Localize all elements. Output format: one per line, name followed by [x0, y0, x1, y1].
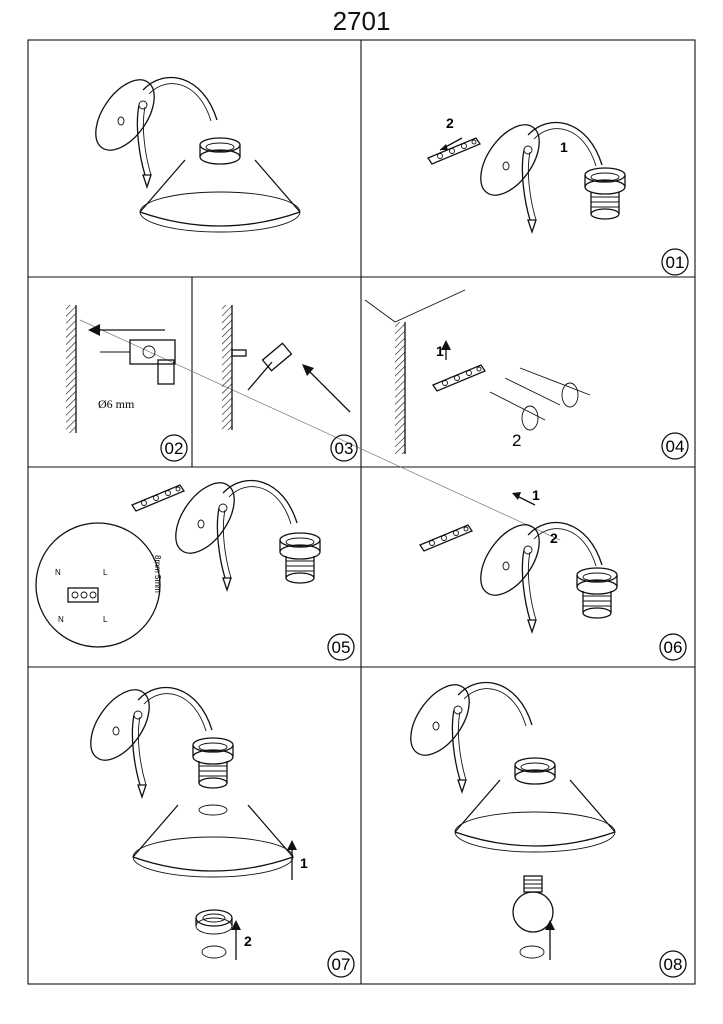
- mounting-bracket-icon: [419, 524, 473, 552]
- wall-lamp-icon: [468, 113, 603, 233]
- wall-lamp-icon: [468, 513, 603, 633]
- lamp-shade-icon: [132, 804, 294, 878]
- terminal-block-icon: [67, 587, 99, 603]
- panel-step-06: 1 2 06: [419, 487, 687, 661]
- step06-arrow-2-label: 2: [550, 530, 558, 546]
- wall-lamp-icon: [78, 678, 213, 798]
- step-number-08: 08: [664, 955, 683, 974]
- step07-arrow-1-label: 1: [300, 855, 308, 871]
- wall-lamp-icon: [398, 673, 533, 793]
- wiring-n-bottom: N: [58, 615, 64, 624]
- step-badge-04: [661, 432, 689, 460]
- step-number-06: 06: [664, 638, 683, 657]
- hammer-icon: [247, 342, 293, 391]
- step-number-05: 05: [332, 638, 351, 657]
- mounting-bracket-icon: [432, 364, 486, 392]
- wiring-detail: [35, 522, 161, 648]
- screw-icon: [489, 367, 591, 421]
- drill-icon: [100, 339, 176, 385]
- panel-step-05: N L N L 8mm 5mm 05: [35, 471, 355, 661]
- wall-plug-icon: [231, 349, 247, 357]
- step07-arrow-2-label: 2: [244, 933, 252, 949]
- step-badge-08: [659, 950, 687, 978]
- document-title: 2701: [332, 6, 391, 36]
- step-number-02: 02: [165, 439, 184, 458]
- drill-diameter-label: Ø6 mm: [98, 397, 135, 411]
- step-badge-06: [659, 633, 687, 661]
- panel-overview: [83, 68, 301, 233]
- step-badge-05: [327, 633, 355, 661]
- panel-step-04: 1 2 04: [364, 289, 689, 460]
- wiring-l-top: L: [103, 568, 108, 577]
- panel-step-02: Ø6 mm 02: [66, 305, 188, 462]
- light-bulb-icon: [512, 875, 554, 933]
- step06-arrow-1-label: 1: [532, 487, 540, 503]
- step-badge-07: [327, 950, 355, 978]
- step-number-04: 04: [666, 437, 685, 456]
- step04-arrow-2-label: 2: [512, 431, 521, 450]
- rotate-arrow-icon: [201, 945, 227, 959]
- step01-arrow-2-label: 2: [446, 115, 454, 131]
- panel-step-08: 08: [398, 673, 687, 978]
- step-badge-01: [661, 248, 689, 276]
- panel-step-03: 03: [222, 305, 358, 462]
- step-badge-03: [330, 434, 358, 462]
- step-number-03: 03: [335, 439, 354, 458]
- rotate-arrow-icon: [519, 945, 545, 959]
- step-badge-02: [160, 434, 188, 462]
- wall-section: [66, 305, 76, 433]
- strip-length-label: 8mm 5mm: [153, 555, 162, 593]
- wiring-n-top: N: [55, 568, 61, 577]
- panel-step-07: 1 2 07: [78, 678, 355, 978]
- wiring-l-bottom: L: [103, 615, 108, 624]
- step-number-07: 07: [332, 955, 351, 974]
- panel-step-01: 2 1 01: [427, 113, 689, 276]
- shade-ring-icon: [195, 909, 233, 935]
- lamp-shade-icon: [454, 779, 616, 853]
- step04-arrow-1-label: 1: [436, 343, 444, 359]
- step01-arrow-1-label: 1: [560, 139, 568, 155]
- mounting-bracket-icon: [131, 484, 185, 512]
- rotate-arrow-icon: [561, 382, 579, 408]
- step-number-01: 01: [666, 253, 685, 272]
- wall-lamp-icon: [83, 68, 218, 188]
